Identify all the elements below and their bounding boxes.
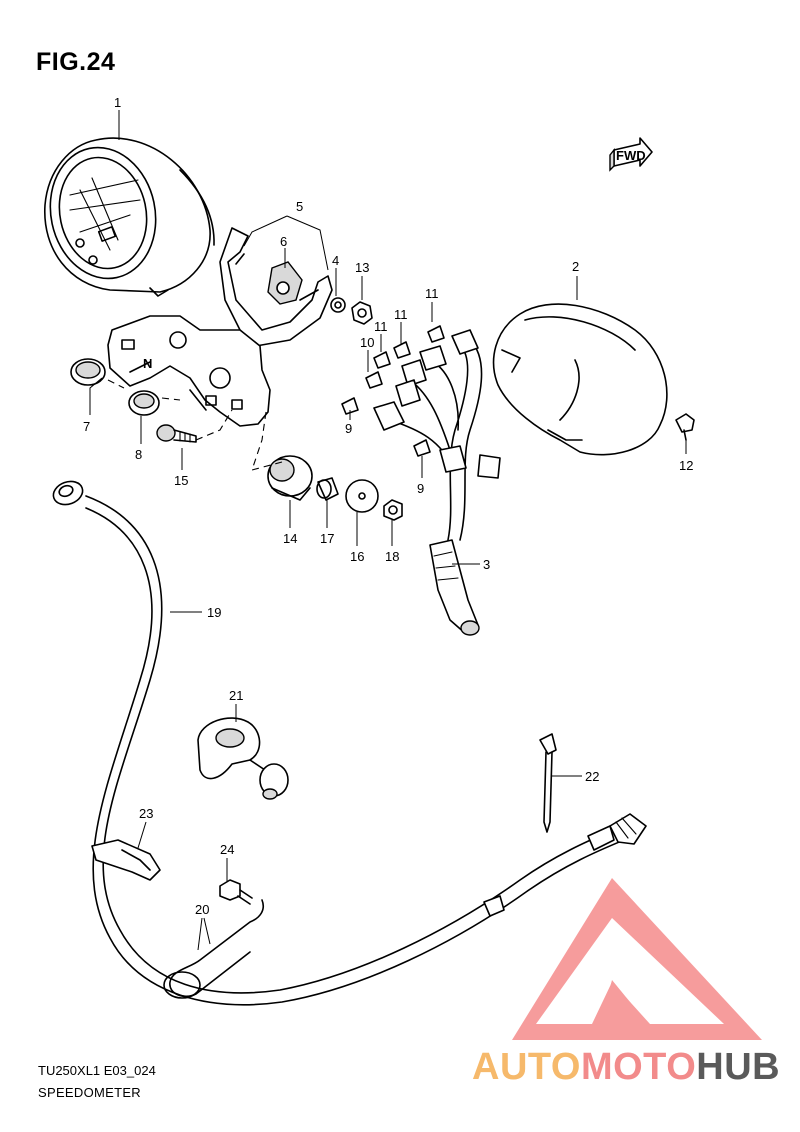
callout-20: 20 [195, 902, 209, 917]
callout-16: 16 [350, 549, 364, 564]
callout-11a: 11 [425, 286, 439, 301]
callout-8: 8 [135, 447, 142, 462]
grommet-7 [70, 358, 106, 386]
bracket-mark: N [143, 356, 152, 371]
assembly-line-1 [251, 411, 283, 471]
callout-7: 7 [83, 419, 90, 434]
callout-10: 10 [360, 335, 374, 350]
assembly-line-3 [107, 379, 181, 401]
screw-12 [675, 413, 695, 441]
forward-direction-icon: FWD [609, 137, 653, 172]
figure-caption: SPEEDOMETER [38, 1085, 141, 1100]
callout-12: 12 [679, 458, 693, 473]
callout-3: 3 [483, 557, 490, 572]
callout-1: 1 [114, 95, 121, 110]
callout-15: 15 [174, 473, 188, 488]
washer-4 [330, 297, 346, 313]
model-code: TU250XL1 E03_024 [38, 1063, 156, 1078]
bolt-24 [219, 879, 253, 905]
meter-bracket-upper [219, 227, 333, 347]
callout-22: 22 [585, 769, 599, 784]
cushion-14 [267, 455, 313, 501]
meter-mounting-bracket: N [107, 315, 271, 427]
watermark-wordmark: AUTOMOTOHUB [472, 1042, 780, 1092]
callout-21: 21 [229, 688, 243, 703]
assembly-line-2 [195, 409, 233, 441]
cable-guide-clamp [197, 717, 289, 800]
callout-6: 6 [280, 234, 287, 249]
watermark-part-moto: MOTO [580, 1046, 697, 1088]
figure-title: FIG.24 [36, 48, 116, 76]
callout-9b: 9 [417, 481, 424, 496]
watermark-logo-icon [512, 878, 762, 1040]
callout-2: 2 [572, 259, 579, 274]
watermark-part-hub: HUB [696, 1046, 781, 1088]
washer-16 [345, 479, 379, 513]
callout-5: 5 [296, 199, 303, 214]
callout-19: 19 [207, 605, 221, 620]
speedometer-cable [52, 480, 647, 1006]
cable-guide-wire [163, 899, 265, 999]
meter-case-cover [492, 303, 668, 456]
grommet-8 [128, 390, 160, 416]
callout-18: 18 [385, 549, 399, 564]
collar-17 [316, 477, 339, 501]
cable-clamp-23 [91, 839, 161, 881]
callout-23: 23 [139, 806, 153, 821]
watermark-part-auto: AUTO [472, 1046, 581, 1088]
fwd-label: FWD [616, 148, 646, 163]
callout-17: 17 [320, 531, 334, 546]
callout-11c: 11 [374, 319, 388, 334]
callout-13: 13 [355, 260, 369, 275]
callout-11b: 11 [394, 307, 408, 322]
nut-13 [351, 301, 373, 325]
callout-24: 24 [220, 842, 234, 857]
nut-18 [383, 499, 403, 521]
callout-14: 14 [283, 531, 297, 546]
callout-numbers: 1 2 3 4 5 6 7 8 9 9 10 11 11 11 12 13 14… [83, 95, 693, 917]
callout-leaders [89, 110, 687, 951]
screw-15 [156, 424, 197, 443]
callout-4: 4 [332, 253, 339, 268]
speedometer-gauge [44, 137, 215, 297]
wiring-harness [341, 325, 501, 636]
callout-9a: 9 [345, 421, 352, 436]
cable-tie-band [539, 733, 557, 833]
